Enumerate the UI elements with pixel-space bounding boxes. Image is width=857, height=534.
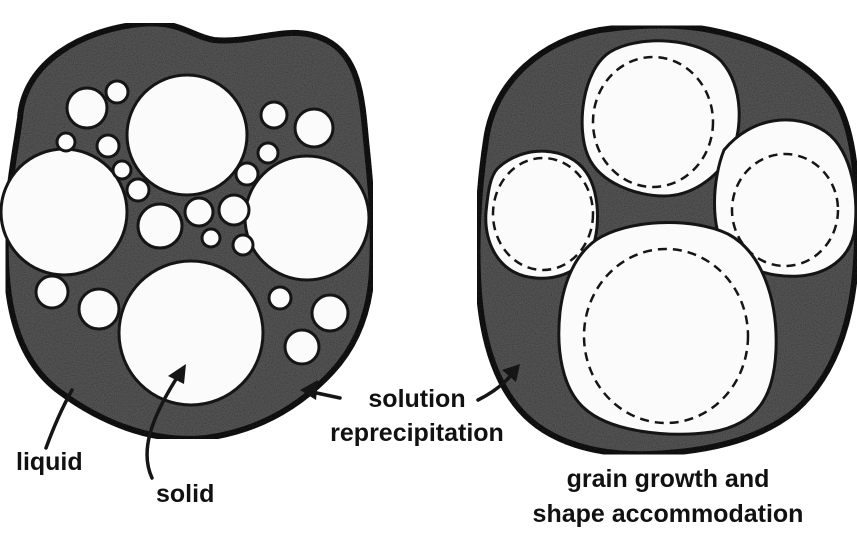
small-grain	[113, 161, 131, 179]
small-grain	[202, 229, 220, 247]
small-grain	[312, 295, 348, 331]
small-grain	[258, 143, 278, 163]
small-grain	[185, 198, 213, 226]
grown-grain-top	[582, 41, 739, 196]
small-grain	[236, 163, 258, 185]
shape-accommodation-label: shape accommodation	[533, 499, 804, 529]
large-grain	[245, 156, 369, 280]
reprecipitation-label: reprecipitation	[330, 418, 504, 448]
small-grain	[36, 276, 68, 308]
grain-growth-label: grain growth and	[567, 464, 770, 494]
right-particle	[477, 26, 857, 455]
grown-grain-bottom	[559, 223, 776, 435]
large-grain	[1, 149, 127, 275]
solution-label: solution	[368, 384, 465, 414]
small-grain	[79, 289, 119, 329]
small-grain	[233, 235, 253, 255]
small-grain	[219, 195, 249, 225]
left-particle	[1, 23, 373, 439]
large-grain	[127, 75, 247, 195]
solid-label: solid	[156, 479, 214, 509]
small-grain	[57, 133, 75, 151]
small-grain	[285, 330, 319, 364]
small-grain	[269, 287, 291, 309]
small-grain	[67, 88, 107, 128]
liquid-label: liquid	[16, 447, 83, 477]
solid-grain	[119, 261, 263, 405]
liquid-pointer-line	[46, 390, 72, 448]
small-grain	[127, 179, 149, 201]
small-grain	[261, 102, 287, 128]
small-grain	[295, 109, 333, 147]
small-grain	[97, 135, 119, 157]
small-grain	[138, 204, 182, 248]
small-grain	[106, 81, 128, 103]
